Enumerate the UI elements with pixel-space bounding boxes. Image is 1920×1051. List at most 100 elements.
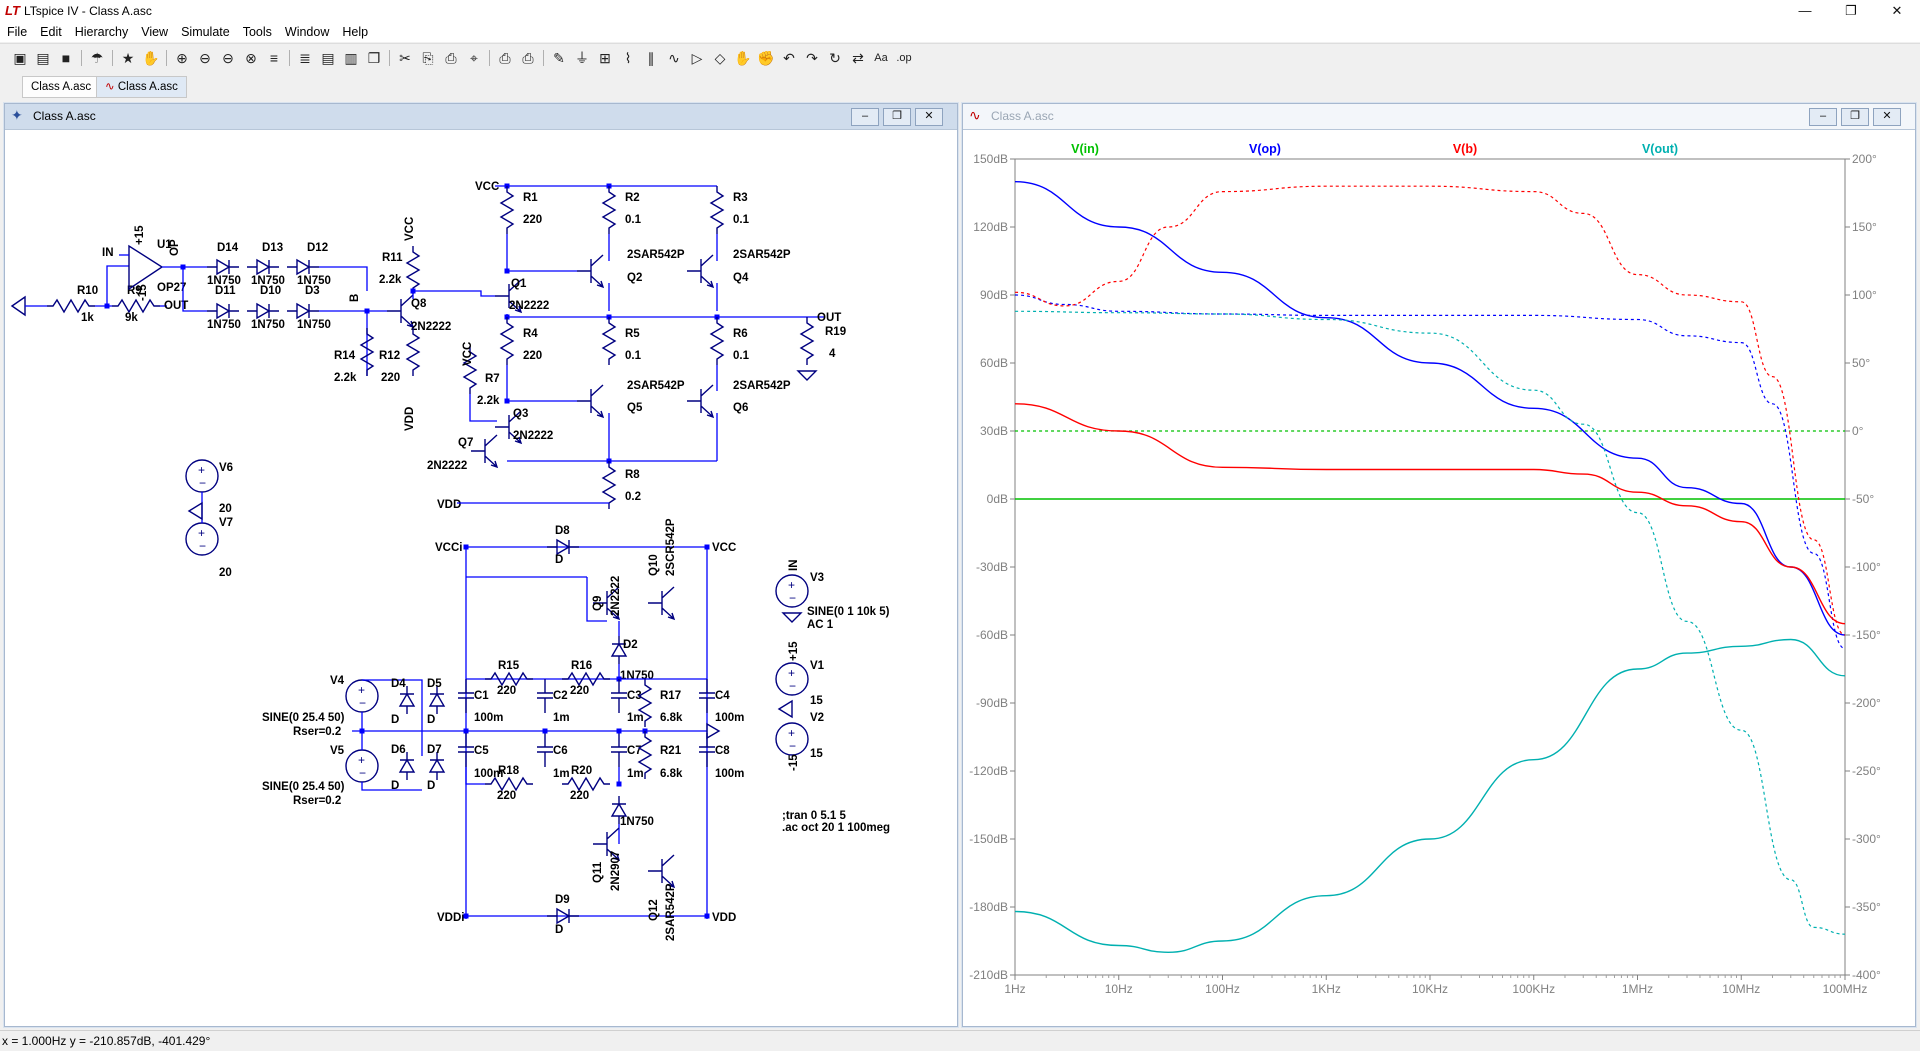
waveform-restore-button[interactable]: ❐ (1841, 108, 1869, 126)
zoom-out-icon[interactable]: ⊖ (222, 50, 234, 66)
diode-d4[interactable] (398, 686, 416, 714)
resistor-r6[interactable] (709, 317, 725, 365)
halt-icon[interactable]: ✋ (142, 50, 160, 66)
resistor-icon[interactable]: ⌇ (624, 50, 632, 66)
legend-vop[interactable]: V(op) (1249, 142, 1281, 156)
resistor-r16[interactable] (562, 671, 610, 687)
move-icon[interactable]: ✋ (734, 50, 752, 66)
menu-simulate[interactable]: Simulate (181, 25, 230, 39)
capacitor-c2[interactable] (537, 679, 553, 713)
resistor-r15[interactable] (485, 671, 533, 687)
draw-wire-icon[interactable]: ✎ (553, 50, 565, 66)
schematic-close-button[interactable]: ✕ (915, 108, 943, 126)
transistor-q11[interactable] (593, 827, 621, 862)
cut-icon[interactable]: ✂ (399, 50, 411, 66)
rotate-icon[interactable]: ↻ (829, 50, 841, 66)
resistor-r4[interactable] (499, 317, 515, 365)
diode-d12[interactable] (287, 258, 319, 276)
close-button[interactable]: ✕ (1891, 3, 1903, 18)
drag-icon[interactable]: ✊ (757, 50, 775, 66)
tab-schematic[interactable]: Class A.asc (22, 76, 101, 98)
diode-d2[interactable] (610, 636, 628, 664)
transistor-q1[interactable] (495, 279, 523, 314)
voltage-source-v3[interactable] (775, 574, 809, 608)
component-icon[interactable]: ◇ (714, 50, 726, 66)
menu-window[interactable]: Window (284, 25, 330, 39)
diode-d11[interactable] (207, 302, 239, 320)
phase-trace-vb[interactable] (1014, 185, 1846, 636)
magnitude-trace-vout[interactable] (1014, 638, 1846, 954)
legend-vb[interactable]: V(b) (1453, 142, 1477, 156)
diode-d5[interactable] (428, 686, 446, 714)
capacitor-c6[interactable] (537, 733, 553, 767)
legend-vout[interactable]: V(out) (1642, 142, 1678, 156)
tile-vertical-icon[interactable]: ▥ (344, 50, 358, 66)
transistor-q12[interactable] (648, 854, 676, 889)
resistor-r19[interactable] (799, 317, 815, 365)
plot-settings-icon[interactable]: ≣ (299, 50, 311, 66)
resistor-r10[interactable] (47, 298, 95, 314)
diode-d1[interactable] (610, 796, 628, 824)
schematic-minimize-button[interactable]: – (851, 108, 879, 126)
menu-edit[interactable]: Edit (40, 25, 62, 39)
capacitor-c8[interactable] (699, 733, 715, 767)
resistor-r11[interactable] (405, 246, 421, 294)
zoom-fit-icon[interactable]: ⊗ (245, 50, 257, 66)
bode-plot[interactable]: 150dB120dB90dB60dB30dB0dB-30dB-60dB-90dB… (965, 131, 1911, 1023)
capacitor-c7[interactable] (611, 733, 627, 767)
menu-file[interactable]: File (7, 25, 28, 39)
paste-icon[interactable]: ⎙ (445, 50, 457, 66)
diode-d7[interactable] (428, 752, 446, 780)
capacitor-c3[interactable] (611, 679, 627, 713)
zoom-in-icon[interactable]: ⊕ (176, 50, 188, 66)
resistor-r3[interactable] (709, 186, 725, 234)
transistor-q2[interactable] (577, 254, 605, 289)
magnitude-trace-vop[interactable] (1014, 181, 1846, 636)
transistor-q6[interactable] (687, 384, 715, 419)
menu-view[interactable]: View (141, 25, 169, 39)
resistor-r7[interactable] (462, 346, 478, 394)
control-panel-icon[interactable]: ☂ (90, 50, 104, 66)
tab-waveform[interactable]: ∿ Class A.asc (96, 76, 187, 98)
new-schematic-icon[interactable]: ▣ (13, 50, 27, 66)
minimize-button[interactable]: — (1798, 3, 1812, 18)
run-icon[interactable]: ★ (121, 50, 135, 66)
transistor-q10[interactable] (648, 586, 676, 621)
transistor-q4[interactable] (687, 254, 715, 289)
resistor-r1[interactable] (499, 186, 515, 234)
schematic-restore-button[interactable]: ❐ (883, 108, 911, 126)
opamp-u1[interactable] (128, 244, 164, 291)
capacitor-icon[interactable]: ∥ (647, 50, 655, 66)
resistor-r21[interactable] (637, 731, 653, 779)
resistor-r20[interactable] (562, 776, 610, 792)
diode-d3[interactable] (287, 302, 319, 320)
capacitor-c5[interactable] (458, 733, 474, 767)
resistor-r17[interactable] (637, 679, 653, 727)
diode-d13[interactable] (247, 258, 279, 276)
resistor-r5[interactable] (601, 317, 617, 365)
magnitude-trace-vb[interactable] (1014, 403, 1846, 625)
spice-directive-icon[interactable]: .op (896, 52, 912, 64)
undo-icon[interactable]: ↶ (783, 50, 795, 66)
save-icon[interactable]: ■ (61, 50, 71, 66)
diode-d10[interactable] (247, 302, 279, 320)
redo-icon[interactable]: ↷ (806, 50, 818, 66)
find-icon[interactable]: ⌖ (470, 50, 478, 66)
waveform-close-button[interactable]: ✕ (1873, 108, 1901, 126)
menu-help[interactable]: Help (342, 25, 369, 39)
resistor-r14[interactable] (359, 328, 375, 376)
transistor-q9[interactable] (593, 586, 621, 621)
resistor-r18[interactable] (485, 776, 533, 792)
menu-tools[interactable]: Tools (242, 25, 272, 39)
ground-icon[interactable]: ⏚ (575, 50, 589, 66)
diode-d8[interactable] (547, 538, 579, 556)
diode-icon[interactable]: ▷ (691, 50, 703, 66)
open-icon[interactable]: ▤ (36, 50, 50, 66)
diode-d14[interactable] (207, 258, 239, 276)
transistor-q3[interactable] (495, 410, 523, 445)
label-net-icon[interactable]: ⊞ (599, 50, 611, 66)
transistor-q5[interactable] (577, 384, 605, 419)
resistor-r9[interactable] (112, 298, 160, 314)
legend-vin[interactable]: V(in) (1071, 142, 1099, 156)
cascade-icon[interactable]: ❐ (367, 50, 381, 66)
